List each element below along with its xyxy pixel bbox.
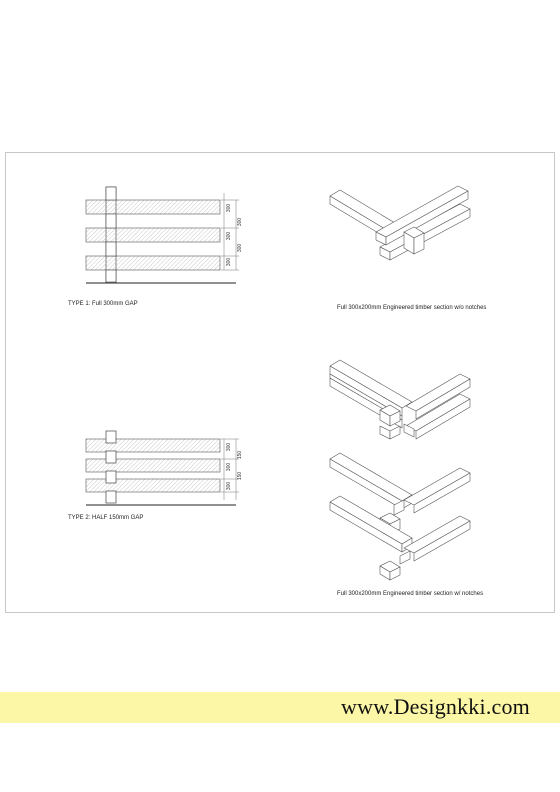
type2-dim-3: 300 bbox=[226, 482, 232, 491]
type2-beam-2 bbox=[85, 458, 221, 473]
type2-caption: TYPE 2: HALF 150mm GAP bbox=[68, 515, 144, 521]
type1-dim-1: 300 bbox=[226, 204, 232, 213]
watermark-banner bbox=[0, 692, 560, 723]
type2-dim-1: 300 bbox=[226, 443, 232, 452]
type2-post-block bbox=[105, 430, 117, 444]
type1-dim-2: 300 bbox=[226, 232, 232, 241]
iso-bottom-caption: Full 300x200mm Engineered timber section… bbox=[337, 591, 484, 597]
iso-top-assembly bbox=[329, 185, 471, 261]
drawing-sheet-border bbox=[5, 152, 555, 613]
iso-middle-assembly bbox=[329, 359, 471, 440]
type1-beam-1 bbox=[85, 199, 221, 215]
watermark-text: www.Designkki.com bbox=[341, 694, 530, 719]
type2-beam-3 bbox=[85, 478, 221, 493]
iso-top-caption: Full 300x200mm Engineered timber section… bbox=[337, 305, 487, 311]
type1-beam-3 bbox=[85, 255, 221, 271]
type2-dim-4: 150 bbox=[237, 451, 243, 460]
type2-beam-1 bbox=[85, 438, 221, 453]
type2-elevation: 300 300 300 150 150 bbox=[85, 430, 243, 506]
type2-dim-5: 150 bbox=[237, 472, 243, 481]
type1-beam-2 bbox=[85, 227, 221, 243]
iso-exploded-assembly bbox=[329, 452, 471, 581]
type1-caption: TYPE 1: Full 300mm GAP bbox=[68, 301, 138, 307]
type1-dim-5: 300 bbox=[237, 244, 243, 253]
type1-dim-3: 300 bbox=[226, 258, 232, 267]
type2-dim-2: 300 bbox=[226, 463, 232, 472]
type1-elevation: 300 300 300 300 300 bbox=[85, 186, 243, 284]
type1-dim-4: 300 bbox=[237, 218, 243, 227]
